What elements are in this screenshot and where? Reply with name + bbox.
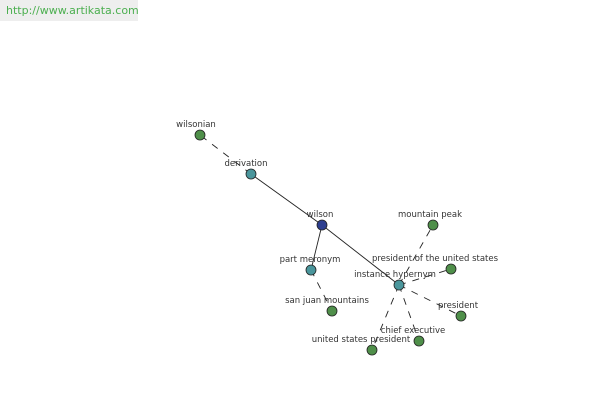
node-label-president: president: [438, 301, 479, 311]
node-label-derivation: derivation: [224, 159, 267, 169]
edge-instance-hypernym-to-president-us: [398, 268, 452, 286]
url-banner: http://www.artikata.com: [0, 0, 139, 21]
edge-instance-hypernym-to-president: [398, 284, 462, 317]
edges-layer: [199, 134, 462, 351]
edge-instance-hypernym-to-mountain-peak: [398, 224, 434, 286]
nodes-layer: [194, 129, 467, 356]
node-label-us-president: united states president: [312, 335, 411, 345]
edge-instance-hypernym-to-us-president: [371, 284, 400, 351]
edge-wilson-to-derivation: [250, 173, 323, 226]
node-label-san-juan: san juan mountains: [285, 296, 369, 306]
node-label-wilson: wilson: [307, 210, 334, 220]
node-president-us[interactable]: [445, 263, 457, 275]
node-us-president[interactable]: [366, 344, 378, 356]
node-label-wilsonian: wilsonian: [176, 120, 216, 130]
node-wilsonian[interactable]: [194, 129, 206, 141]
edge-wilson-to-instance-hypernym: [321, 224, 400, 286]
node-instance-hypernym[interactable]: [393, 279, 405, 291]
node-label-part-meronym: part meronym: [280, 255, 341, 265]
node-label-chief-executive: chief executive: [381, 326, 445, 336]
edge-instance-hypernym-to-chief-executive: [398, 284, 420, 342]
edge-derivation-to-wilsonian: [199, 134, 252, 175]
edge-wilson-to-part-meronym: [310, 224, 323, 271]
node-label-mountain-peak: mountain peak: [398, 210, 462, 220]
labels-layer: wilson derivation wilsonian part meronym san…: [176, 120, 498, 345]
site-url[interactable]: http://www.artikata.com: [6, 4, 139, 17]
node-chief-executive[interactable]: [413, 335, 425, 347]
node-san-juan[interactable]: [326, 305, 338, 317]
node-label-president-us: president of the united states: [372, 254, 499, 264]
node-president[interactable]: [455, 310, 467, 322]
node-label-instance-hypernym: instance hypernym: [354, 270, 436, 280]
node-derivation[interactable]: [245, 168, 257, 180]
node-wilson[interactable]: [316, 219, 328, 231]
node-part-meronym[interactable]: [305, 264, 317, 276]
node-mountain-peak[interactable]: [427, 219, 439, 231]
